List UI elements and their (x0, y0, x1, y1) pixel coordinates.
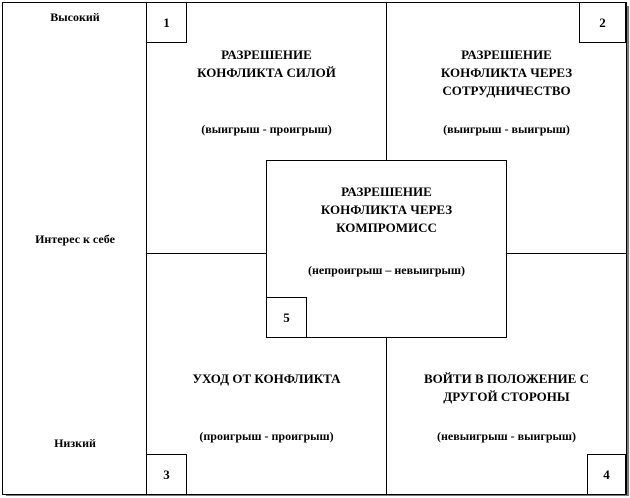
quadrant-2-title: РАЗРЕШЕНИЕ КОНФЛИКТА ЧЕРЕЗ СОТРУДНИЧЕСТВ… (440, 47, 573, 98)
center-title: РАЗРЕШЕНИЕ КОНФЛИКТА ЧЕРЕЗ КОМПРОМИСС (320, 184, 453, 235)
axis-high-label: Высокий (50, 10, 100, 24)
quadrant-3-title: УХОД ОТ КОНФЛИКТА (192, 371, 341, 386)
quadrant-4-number: 4 (603, 466, 610, 482)
frame-shadow-right (626, 6, 629, 496)
quadrant-1-subtitle: (выигрыш - проигрыш) (201, 122, 332, 136)
quadrant-2-subtitle: (выигрыш - выигрыш) (443, 122, 570, 136)
quadrant-3-number: 3 (163, 466, 170, 482)
quadrant-4-subtitle: (невыигрыш - выигрыш) (436, 429, 576, 443)
axis-low-label: Низкий (54, 436, 96, 450)
center-box: РАЗРЕШЕНИЕ КОНФЛИКТА ЧЕРЕЗ КОМПРОМИСС (н… (266, 160, 507, 338)
axis-title: Интерес к себе (35, 232, 115, 246)
quadrant-3-number-box: 3 (146, 454, 187, 495)
axis-divider (146, 2, 147, 495)
quadrant-4-number-box: 4 (587, 454, 626, 495)
quadrant-2-number-box: 2 (579, 2, 626, 43)
quadrant-1-title: РАЗРЕШЕНИЕ КОНФЛИКТА СИЛОЙ (197, 47, 336, 80)
quadrant-1-number: 1 (163, 14, 170, 30)
quadrant-1-number-box: 1 (146, 2, 187, 43)
center-number-box: 5 (266, 297, 307, 338)
quadrant-4-title: ВОЙТИ В ПОЛОЖЕНИЕ С ДРУГОЙ СТОРОНЫ (424, 371, 589, 404)
quadrant-3-subtitle: (проигрыш - проигрыш) (199, 429, 334, 443)
center-subtitle: (непроигрыш – невыигрыш) (308, 263, 465, 277)
center-number: 5 (283, 309, 290, 325)
quadrant-2-number: 2 (599, 14, 606, 30)
